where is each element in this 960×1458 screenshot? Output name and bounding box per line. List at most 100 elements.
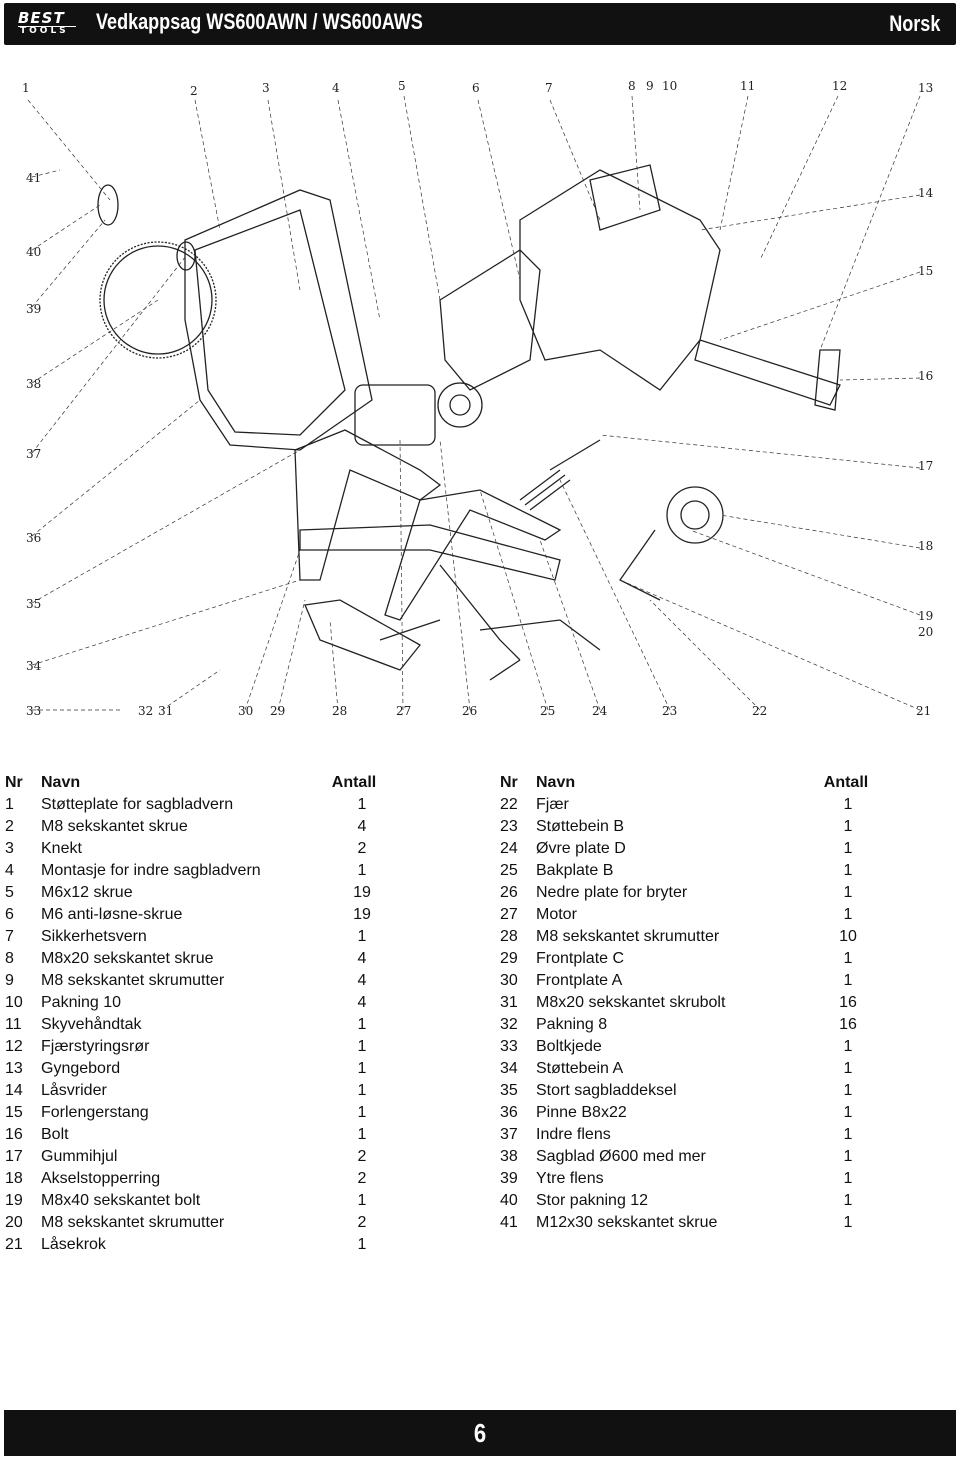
callout-13: 13 bbox=[918, 81, 933, 95]
part-quantity: 1 bbox=[843, 1170, 853, 1187]
part-name: Motor bbox=[536, 906, 577, 923]
part-name: Indre flens bbox=[536, 1126, 611, 1143]
part-number: 3 bbox=[5, 840, 14, 857]
part-number: 25 bbox=[500, 862, 518, 879]
header-qty: Antall bbox=[823, 774, 869, 791]
part-name: M6x12 skrue bbox=[41, 884, 133, 901]
part-number: 29 bbox=[500, 950, 518, 967]
part-number: 22 bbox=[500, 796, 518, 813]
callout-6: 6 bbox=[472, 81, 480, 95]
callout-2: 2 bbox=[190, 84, 198, 98]
part-name: Ytre flens bbox=[536, 1170, 604, 1187]
part-name: Støttebein A bbox=[536, 1060, 624, 1077]
part-number: 26 bbox=[500, 884, 518, 901]
table-header: Nr Navn Antall bbox=[5, 772, 385, 794]
motor bbox=[354, 384, 436, 446]
part-number: 33 bbox=[500, 1038, 518, 1055]
callout-15: 15 bbox=[918, 264, 933, 278]
part-quantity: 19 bbox=[353, 906, 371, 923]
part-number: 34 bbox=[500, 1060, 518, 1077]
part-name: Sikkerhetsvern bbox=[41, 928, 147, 945]
part-name: Frontplate A bbox=[536, 972, 623, 989]
table-row: 25 Bakplate B 1 bbox=[500, 860, 880, 882]
callout-34: 34 bbox=[26, 659, 42, 673]
part-number: 2 bbox=[5, 818, 14, 835]
part-name: Nedre plate for bryter bbox=[536, 884, 688, 901]
callout-21: 21 bbox=[916, 704, 931, 718]
part-name: Gyngebord bbox=[41, 1060, 121, 1077]
part-quantity: 1 bbox=[843, 906, 853, 923]
language-label: Norsk bbox=[888, 11, 940, 36]
part-name: M8 sekskantet skrumutter bbox=[41, 1214, 225, 1231]
part-name: Bakplate B bbox=[536, 862, 614, 879]
part-name: Pinne B8x22 bbox=[536, 1104, 627, 1121]
part-number: 28 bbox=[500, 928, 518, 945]
callout-4: 4 bbox=[332, 81, 340, 95]
part-number: 27 bbox=[500, 906, 518, 923]
callout-23: 23 bbox=[662, 704, 677, 718]
callout-28: 28 bbox=[332, 704, 347, 718]
part-number: 32 bbox=[500, 1016, 518, 1033]
part-quantity: 1 bbox=[843, 1038, 853, 1055]
callout-32: 32 bbox=[138, 704, 153, 718]
callout-39: 39 bbox=[26, 302, 41, 316]
callout-16: 16 bbox=[918, 369, 933, 383]
part-quantity: 1 bbox=[843, 1082, 853, 1099]
table-row: 27 Motor 1 bbox=[500, 904, 880, 926]
part-quantity: 4 bbox=[357, 818, 367, 835]
part-quantity: 1 bbox=[843, 1192, 853, 1209]
part-name: Pakning 10 bbox=[41, 994, 122, 1011]
part-quantity: 1 bbox=[357, 1016, 367, 1033]
part-name: Støtteplate for sagbladvern bbox=[41, 796, 234, 813]
header-nr: Nr bbox=[5, 774, 23, 791]
part-number: 36 bbox=[500, 1104, 518, 1121]
part-quantity: 4 bbox=[357, 972, 367, 989]
callout-14: 14 bbox=[918, 186, 934, 200]
part-quantity: 2 bbox=[357, 1170, 367, 1187]
part-quantity: 1 bbox=[357, 1082, 367, 1099]
part-name: M12x30 sekskantet skrue bbox=[536, 1214, 718, 1231]
part-name: M8x40 sekskantet bolt bbox=[41, 1192, 201, 1209]
part-name: M8 sekskantet skrumutter bbox=[41, 972, 225, 989]
spring bbox=[519, 469, 571, 511]
callout-29: 29 bbox=[270, 704, 285, 718]
part-number: 30 bbox=[500, 972, 518, 989]
callout-1: 1 bbox=[22, 81, 30, 95]
part-number: 10 bbox=[5, 994, 23, 1011]
part-number: 15 bbox=[5, 1104, 23, 1121]
part-name: Låsekrok bbox=[41, 1236, 106, 1253]
part-quantity: 1 bbox=[843, 972, 853, 989]
part-number: 5 bbox=[5, 884, 14, 901]
part-number: 4 bbox=[5, 862, 14, 879]
part-name: Sagblad Ø600 med mer bbox=[536, 1148, 706, 1165]
part-quantity: 16 bbox=[839, 994, 857, 1011]
callout-27: 27 bbox=[396, 704, 411, 718]
part-quantity: 1 bbox=[843, 1060, 853, 1077]
part-quantity: 1 bbox=[843, 862, 853, 879]
callout-33: 33 bbox=[26, 704, 41, 718]
part-name: Fjærstyringsrør bbox=[41, 1038, 150, 1055]
part-number: 39 bbox=[500, 1170, 518, 1187]
header-name: Navn bbox=[536, 774, 576, 791]
part-name: Akselstopperring bbox=[41, 1170, 161, 1187]
part-number: 41 bbox=[500, 1214, 518, 1231]
part-number: 23 bbox=[500, 818, 518, 835]
callout-37: 37 bbox=[26, 447, 41, 461]
part-quantity: 1 bbox=[357, 796, 367, 813]
part-quantity: 2 bbox=[357, 1148, 367, 1165]
